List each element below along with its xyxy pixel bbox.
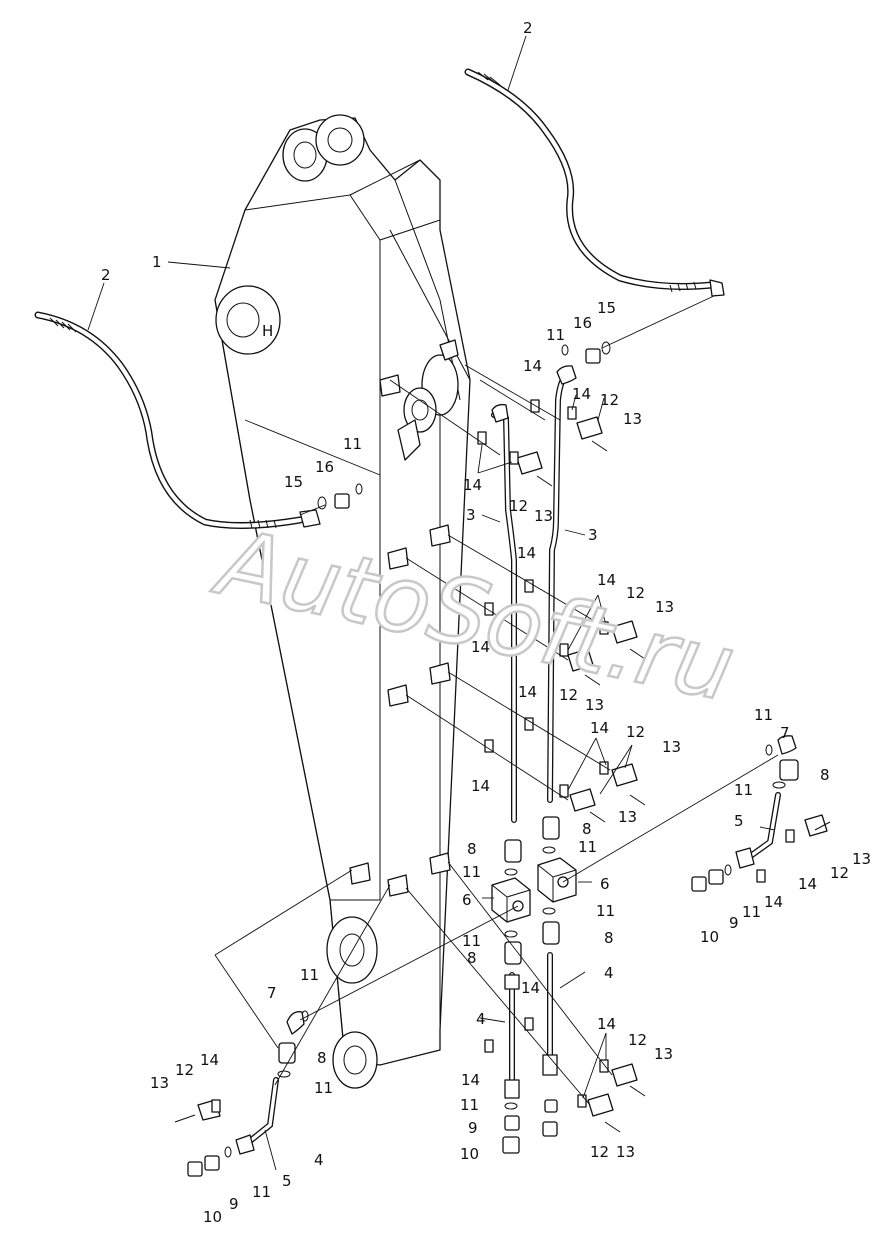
fittings [174, 341, 831, 1177]
callout-13-c: 13 [655, 598, 674, 616]
callout-13-h: 13 [616, 1143, 635, 1161]
callout-9-lower: 9 [229, 1195, 239, 1213]
callout-16-right: 16 [573, 314, 592, 332]
boom-clamp-brackets [349, 374, 451, 897]
callout-8-d: 8 [604, 929, 614, 947]
callout-2-left: 2 [101, 266, 111, 284]
callout-11-c: 11 [462, 863, 481, 881]
callout-12-g: 12 [590, 1143, 609, 1161]
callout-12-c: 12 [626, 584, 645, 602]
callout-8-f: 8 [317, 1049, 327, 1067]
callout-5-lower: 5 [282, 1172, 292, 1190]
callout-13-a: 13 [534, 507, 553, 525]
callout-13-g: 13 [654, 1045, 673, 1063]
callout-8-b: 8 [467, 949, 477, 967]
callout-14-n: 14 [764, 893, 783, 911]
callout-14-f: 14 [471, 638, 490, 656]
callout-12-a: 12 [509, 497, 528, 515]
callout-16-left: 16 [315, 458, 334, 476]
leader-lines [87, 35, 779, 1171]
callout-12-f: 12 [628, 1031, 647, 1049]
callout-11-m: 11 [252, 1183, 271, 1201]
callout-3-right: 3 [588, 526, 598, 544]
callout-10-center: 10 [460, 1145, 479, 1163]
callout-14-b: 14 [572, 385, 591, 403]
callout-7-lower: 7 [267, 984, 277, 1002]
callout-11-d: 11 [462, 932, 481, 950]
callout-11-h: 11 [754, 706, 773, 724]
callout-14-d: 14 [517, 544, 536, 562]
callout-11-a: 11 [343, 435, 362, 453]
callout-14-i: 14 [471, 777, 490, 795]
left-short-pipe [504, 972, 520, 1099]
callout-1: 1 [152, 253, 162, 271]
lower-left-bent-pipe [235, 1077, 279, 1155]
svg-text:H: H [262, 322, 273, 340]
callout-11-g: 11 [460, 1096, 479, 1114]
callout-11-l: 11 [314, 1079, 333, 1097]
callout-2-upper: 2 [523, 19, 533, 37]
left-tee-block [491, 877, 531, 923]
right-tee-block [537, 857, 577, 903]
upper-left-hose [34, 311, 321, 530]
callout-14-j: 14 [521, 979, 540, 997]
callout-14-g: 14 [518, 683, 537, 701]
callout-12-i: 12 [175, 1061, 194, 1079]
callout-11-f: 11 [596, 902, 615, 920]
callout-13-j: 13 [150, 1074, 169, 1092]
callout-12-d: 12 [559, 686, 578, 704]
callout-13-d: 13 [585, 696, 604, 714]
upper-right-hose [464, 68, 725, 297]
callout-11-b: 11 [546, 326, 565, 344]
callout-13-e: 13 [662, 738, 681, 756]
callout-14-l: 14 [461, 1071, 480, 1089]
callout-11-j: 11 [742, 903, 761, 921]
callout-14-m: 14 [798, 875, 817, 893]
callout-4-lower: 4 [314, 1151, 324, 1169]
right-bent-pipe [735, 792, 781, 869]
callout-14-h: 14 [590, 719, 609, 737]
callout-13-b: 13 [623, 410, 642, 428]
callout-8-c: 8 [582, 820, 592, 838]
callout-4-right: 4 [604, 964, 614, 982]
callout-11-k: 11 [300, 966, 319, 984]
callout-4-left: 4 [476, 1010, 486, 1028]
right-short-pipe [542, 952, 558, 1076]
callout-12-h: 12 [830, 864, 849, 882]
callout-11-e: 11 [578, 838, 597, 856]
boom-assembly: H [214, 114, 471, 1089]
callout-6-right: 6 [600, 875, 610, 893]
callout-labels: 1 2 2 3 3 4 4 4 5 5 6 6 7 7 8 8 8 8 8 8 … [101, 19, 871, 1226]
callout-7-right: 7 [780, 724, 790, 742]
callout-12-e: 12 [626, 723, 645, 741]
callout-14-c: 14 [463, 476, 482, 494]
callout-6-left: 6 [462, 891, 472, 909]
callout-15-left: 15 [284, 473, 303, 491]
callout-8-e: 8 [820, 766, 830, 784]
callout-3-left: 3 [466, 506, 476, 524]
callout-13-f: 13 [618, 808, 637, 826]
callout-11-i: 11 [734, 781, 753, 799]
callout-14-k: 14 [597, 1015, 616, 1033]
callout-14-e: 14 [597, 571, 616, 589]
callout-12-b: 12 [600, 391, 619, 409]
callout-9-center: 9 [468, 1119, 478, 1137]
callout-15-right: 15 [597, 299, 616, 317]
callout-5-right: 5 [734, 812, 744, 830]
callout-13-i: 13 [852, 850, 871, 868]
callout-9-right: 9 [729, 914, 739, 932]
callout-8-a: 8 [467, 840, 477, 858]
callout-14-o: 14 [200, 1051, 219, 1069]
callout-14-a: 14 [523, 357, 542, 375]
callout-10-lower: 10 [203, 1208, 222, 1226]
callout-10-right: 10 [700, 928, 719, 946]
